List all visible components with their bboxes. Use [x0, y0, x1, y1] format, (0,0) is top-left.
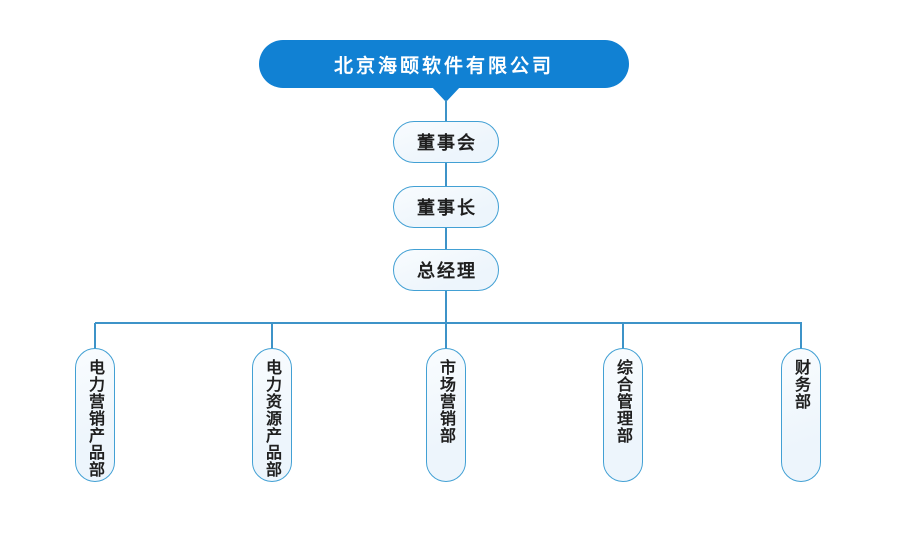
connector-gm-to-branch	[445, 290, 447, 323]
connector-drop-dept-2	[271, 323, 273, 349]
node-dept-power-resources-products: 电力资源产品部	[252, 348, 292, 482]
root-pointer-tail	[431, 86, 461, 102]
node-general-manager: 总经理	[393, 249, 499, 291]
connector-drop-dept-1	[94, 323, 96, 349]
node-chairman: 董事长	[393, 186, 499, 228]
connector-chairman-to-gm	[445, 227, 447, 250]
node-dept-finance: 财务部	[781, 348, 821, 482]
connector-board-to-chairman	[445, 162, 447, 187]
connector-drop-dept-4	[622, 323, 624, 349]
connector-drop-dept-3	[445, 323, 447, 349]
connector-drop-dept-5	[800, 323, 802, 349]
node-board-of-directors: 董事会	[393, 121, 499, 163]
node-dept-power-marketing-products: 电力营销产品部	[75, 348, 115, 482]
connector-branch-rail	[95, 322, 802, 324]
node-dept-marketing: 市场营销部	[426, 348, 466, 482]
root-company-node: 北京海颐软件有限公司	[259, 40, 629, 88]
node-dept-general-management: 综合管理部	[603, 348, 643, 482]
connector-root-to-board	[445, 100, 447, 122]
